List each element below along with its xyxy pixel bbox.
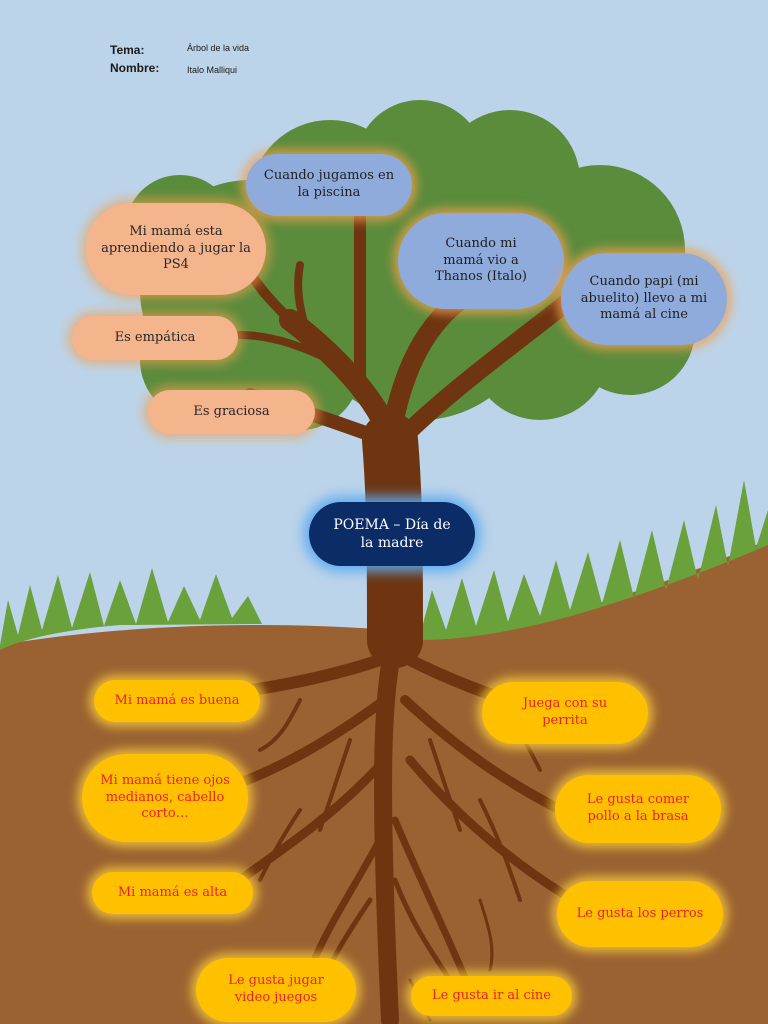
root-bubble-buena: Mi mamá es buena [94,680,260,722]
nombre-value: Italo Malliqui [187,65,238,75]
branch-bubble-empatica: Es empática [72,316,238,360]
root-bubble-ojos: Mi mamá tiene ojos medianos, cabello cor… [82,754,248,842]
branch-bubble-thanos: Cuando mi mamá vio a Thanos (Italo) [398,213,564,309]
grass [0,480,768,650]
branch-bubble-piscina: Cuando jugamos en la piscina [246,154,412,216]
center-title-bubble: POEMA – Día de la madre [309,502,475,566]
tema-value: Árbol de la vida [187,43,250,53]
root-bubble-perros: Le gusta los perros [557,881,723,947]
root-bubble-alta: Mi mamá es alta [92,872,253,914]
root-bubble-perrita: Juega con su perrita [482,682,648,744]
branch-bubble-graciosa: Es graciosa [148,390,315,434]
branch-bubble-cine-abuelito: Cuando papi (mi abuelito) llevo a mi mam… [561,253,727,345]
branch-bubble-ps4: Mi mamá esta aprendiendo a jugar la PS4 [86,203,266,295]
nombre-label: Nombre: [110,61,160,75]
root-bubble-videojuegos: Le gusta jugar video juegos [196,958,356,1022]
root-bubble-pollo: Le gusta comer pollo a la brasa [555,775,721,843]
root-bubble-ir-cine: Le gusta ir al cine [411,976,572,1016]
tema-label: Tema: [110,43,145,57]
